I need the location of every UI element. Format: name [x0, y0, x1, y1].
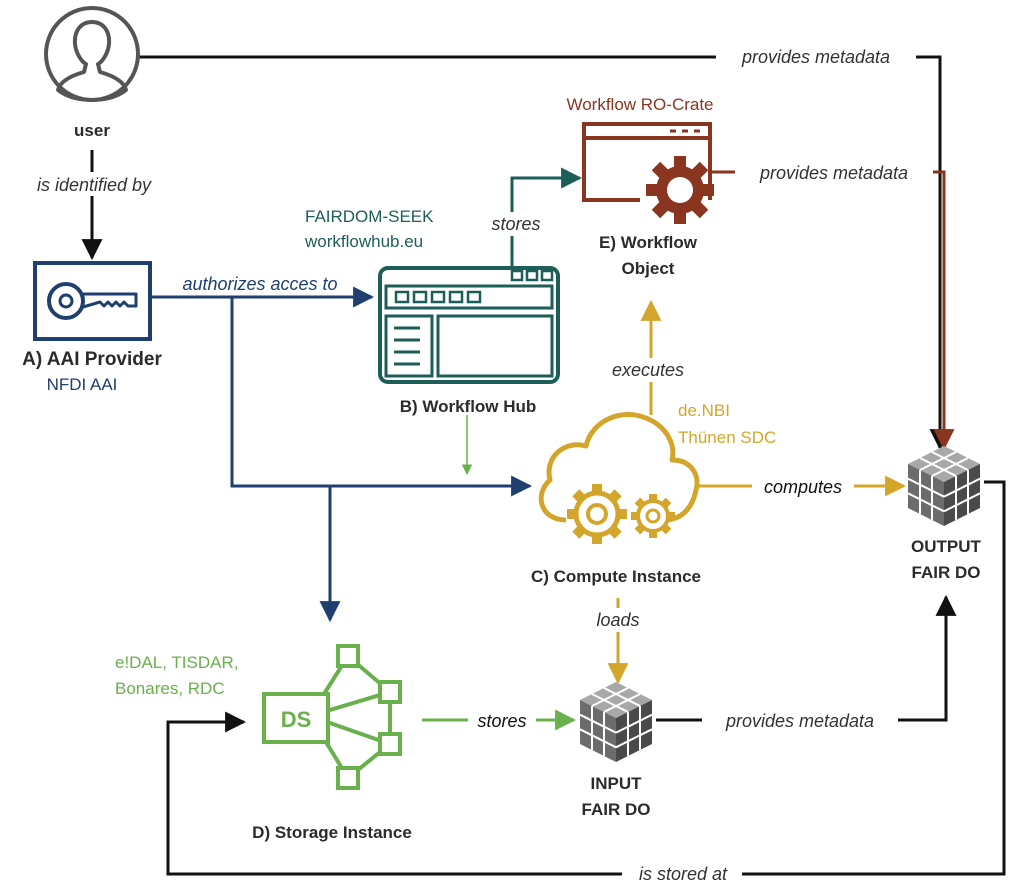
edge-labels: provides metadata is identified by autho…: [12, 46, 933, 885]
label-ds-stores: stores: [477, 711, 526, 731]
aai-label: A) AAI Provider: [22, 349, 162, 370]
gear-small-icon: [631, 494, 675, 538]
label-user-provides: provides metadata: [741, 47, 890, 67]
label-computes: computes: [764, 477, 842, 497]
label-identified: is identified by: [37, 175, 152, 195]
workflow-sublabel: Workflow RO-Crate: [566, 95, 713, 114]
compute-sublabel-1: de.NBI: [678, 401, 730, 420]
user-icon: [44, 6, 140, 102]
output-cube-icon: [907, 445, 981, 527]
storage-label: D) Storage Instance: [252, 823, 412, 842]
storage-icon-text: DS: [281, 707, 312, 732]
label-wf-provides: provides metadata: [759, 163, 908, 183]
hub-sublabel-1: FAIRDOM-SEEK: [305, 207, 434, 226]
edge-output-storage: [166, 480, 1006, 876]
key-icon: [33, 261, 152, 341]
edge-aai-storage: [232, 484, 341, 623]
hub-node: FAIRDOM-SEEK workflowhub.eu B) Workflow …: [304, 207, 560, 416]
cloud-icon: [538, 412, 700, 523]
output-label-1: OUTPUT: [911, 537, 982, 556]
output-label-2: FAIR DO: [912, 563, 981, 582]
label-loads: loads: [596, 610, 639, 630]
label-authorizes: authorizes acces to: [182, 274, 337, 294]
compute-label: C) Compute Instance: [531, 567, 701, 586]
browser-window-icon: [378, 266, 560, 384]
compute-sublabel-2: Thünen SDC: [678, 428, 776, 447]
label-input-provides: provides metadata: [725, 711, 874, 731]
workflow-label-2: Object: [622, 259, 675, 278]
aai-sublabel: NFDI AAI: [47, 375, 118, 394]
gear-large-icon: [567, 484, 627, 544]
input-label-2: FAIR DO: [582, 800, 651, 819]
compute-node: de.NBI Thünen SDC: [531, 401, 776, 586]
gear-icon: [646, 156, 714, 224]
output-node: OUTPUT FAIR DO: [907, 445, 982, 582]
storage-sublabel-1: e!DAL, TISDAR,: [115, 653, 238, 672]
label-hub-stores: stores: [491, 214, 540, 234]
storage-node: e!DAL, TISDAR, Bonares, RDC DS D) Storag…: [115, 644, 412, 842]
label-executes: executes: [612, 360, 684, 380]
hub-sublabel-2: workflowhub.eu: [304, 232, 423, 251]
edge-user-output: [122, 55, 951, 451]
label-stored-at: is stored at: [639, 864, 728, 884]
edge-input-output: [656, 594, 957, 722]
aai-node: A) AAI Provider NFDI AAI: [22, 261, 162, 394]
workflow-window-icon: [582, 122, 712, 202]
user-label: user: [74, 121, 110, 140]
user-node: user: [44, 6, 140, 140]
input-cube-icon: [579, 681, 653, 763]
input-node: INPUT FAIR DO: [579, 681, 653, 819]
edge-hub-workflow: [510, 167, 583, 268]
hub-label: B) Workflow Hub: [400, 397, 537, 416]
edge-workflow-output: [712, 170, 955, 451]
database-network-icon: [262, 644, 402, 790]
input-label-1: INPUT: [591, 774, 643, 793]
workflow-label-1: E) Workflow: [599, 233, 698, 252]
workflow-node: Workflow RO-Crate E) Workflow Object: [566, 95, 714, 278]
storage-sublabel-2: Bonares, RDC: [115, 679, 225, 698]
